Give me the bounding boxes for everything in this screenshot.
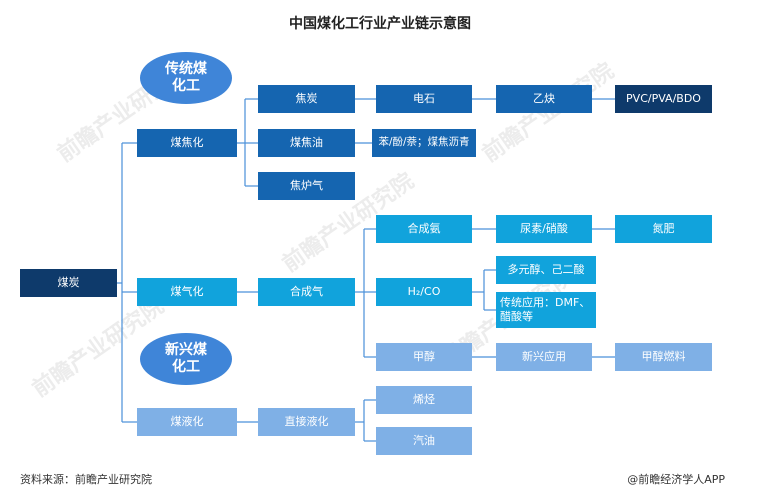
- traditional-coal-chemical-label: 传统煤 化工: [140, 52, 232, 104]
- node-urea-nitric-acid: 尿素/硝酸: [496, 215, 592, 243]
- node-pvc-pva-bdo: PVC/PVA/BDO: [615, 85, 712, 113]
- node-emerging-application: 新兴应用: [496, 343, 592, 371]
- node-syngas: 合成气: [258, 278, 355, 306]
- node-methanol: 甲醇: [376, 343, 472, 371]
- node-coal: 煤炭: [20, 269, 117, 297]
- node-direct-liquefaction: 直接液化: [258, 408, 355, 436]
- diagram-title: 中国煤化工行业产业链示意图: [289, 16, 471, 32]
- source-note: 资料来源：前瞻产业研究院: [20, 473, 152, 486]
- node-gasoline: 汽油: [376, 427, 472, 455]
- node-alkanes: 烯烃: [376, 386, 472, 414]
- node-h2-co: H₂/CO: [376, 278, 472, 306]
- node-synthetic-ammonia: 合成氨: [376, 215, 472, 243]
- node-coal-tar: 煤焦油: [258, 129, 355, 157]
- emerging-coal-chemical-label: 新兴煤 化工: [140, 333, 232, 385]
- node-methanol-fuel: 甲醇燃料: [615, 343, 712, 371]
- node-coking: 煤焦化: [137, 129, 237, 157]
- node-benzene-phenol-naphthalene-pitch: 苯/酚/萘；煤焦沥青: [372, 129, 476, 157]
- node-polyols-adipic-acid: 多元醇、己二酸: [496, 256, 596, 284]
- node-coke-oven-gas: 焦炉气: [258, 172, 355, 200]
- node-nitrogen-fertilizer: 氮肥: [615, 215, 712, 243]
- node-gasification: 煤气化: [137, 278, 237, 306]
- node-liquefaction: 煤液化: [137, 408, 237, 436]
- node-coke: 焦炭: [258, 85, 355, 113]
- node-traditional-application: 传统应用：DMF、醋酸等: [496, 292, 596, 328]
- credit-note: @前瞻经济学人APP: [627, 473, 725, 486]
- node-acetylene: 乙炔: [496, 85, 592, 113]
- node-calcium-carbide: 电石: [376, 85, 472, 113]
